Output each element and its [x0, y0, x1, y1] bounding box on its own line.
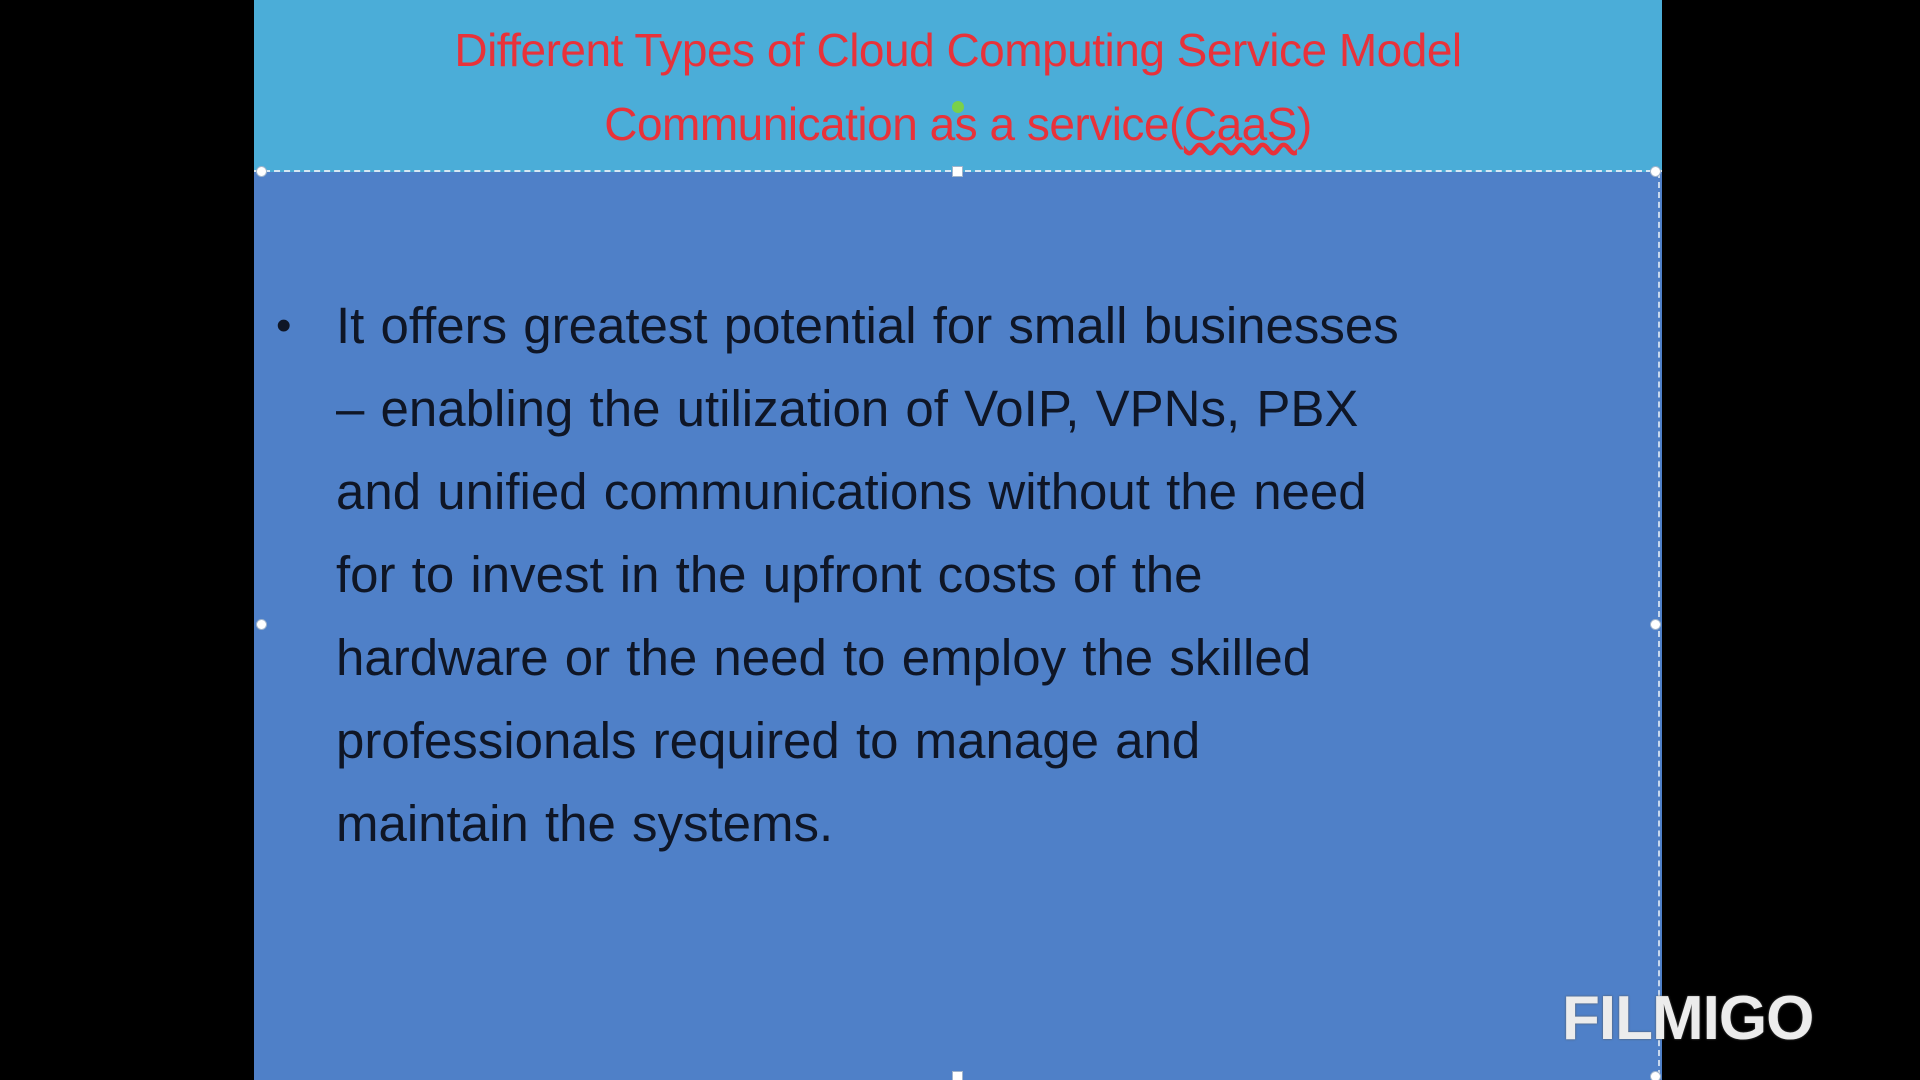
bullet-text-line-7: maintain the systems.	[336, 795, 834, 852]
slide-title-line-2-suffix: )	[1296, 98, 1312, 150]
filmigo-watermark: FILMIGO	[1562, 984, 1814, 1053]
bullet-text-line-6: professionals required to manage and	[336, 712, 1201, 769]
rotation-handle[interactable]	[952, 101, 964, 113]
bullet-text-line-5: hardware or the need to employ the skill…	[336, 629, 1312, 686]
resize-handle-top-right[interactable]	[1650, 166, 1661, 177]
resize-handle-middle-left[interactable]	[256, 619, 267, 630]
slide-title-caas: CaaS	[1183, 98, 1298, 150]
bullet-text-line-3: and unified communications without the n…	[336, 463, 1367, 520]
bullet-text: It offers greatest potential for small b…	[336, 284, 1399, 865]
resize-handle-top-left[interactable]	[256, 166, 267, 177]
bullet-marker: •	[276, 301, 292, 350]
resize-handle-middle-right[interactable]	[1650, 619, 1661, 630]
bullet-text-line-4: for to invest in the upfront costs of th…	[336, 546, 1203, 603]
resize-handle-bottom-center[interactable]	[952, 1071, 963, 1080]
bullet-item: • It offers greatest potential for small…	[276, 284, 1646, 865]
slide-title-line-2-prefix: Communication as a service(	[604, 98, 1184, 150]
resize-handle-top-center[interactable]	[952, 166, 963, 177]
presentation-slide: Different Types of Cloud Computing Servi…	[254, 0, 1662, 1080]
bullet-text-line-1: It offers greatest potential for small b…	[336, 297, 1399, 354]
slide-title-placeholder[interactable]: Different Types of Cloud Computing Servi…	[254, 0, 1662, 172]
slide-title-line-1: Different Types of Cloud Computing Servi…	[454, 24, 1462, 76]
slide-title-line-2: Communication as a service(CaaS)	[604, 87, 1312, 161]
resize-handle-bottom-right[interactable]	[1650, 1071, 1661, 1080]
bullet-text-line-2: – enabling the utilization of VoIP, VPNs…	[336, 380, 1359, 437]
slide-content-placeholder[interactable]: • It offers greatest potential for small…	[254, 172, 1660, 1076]
